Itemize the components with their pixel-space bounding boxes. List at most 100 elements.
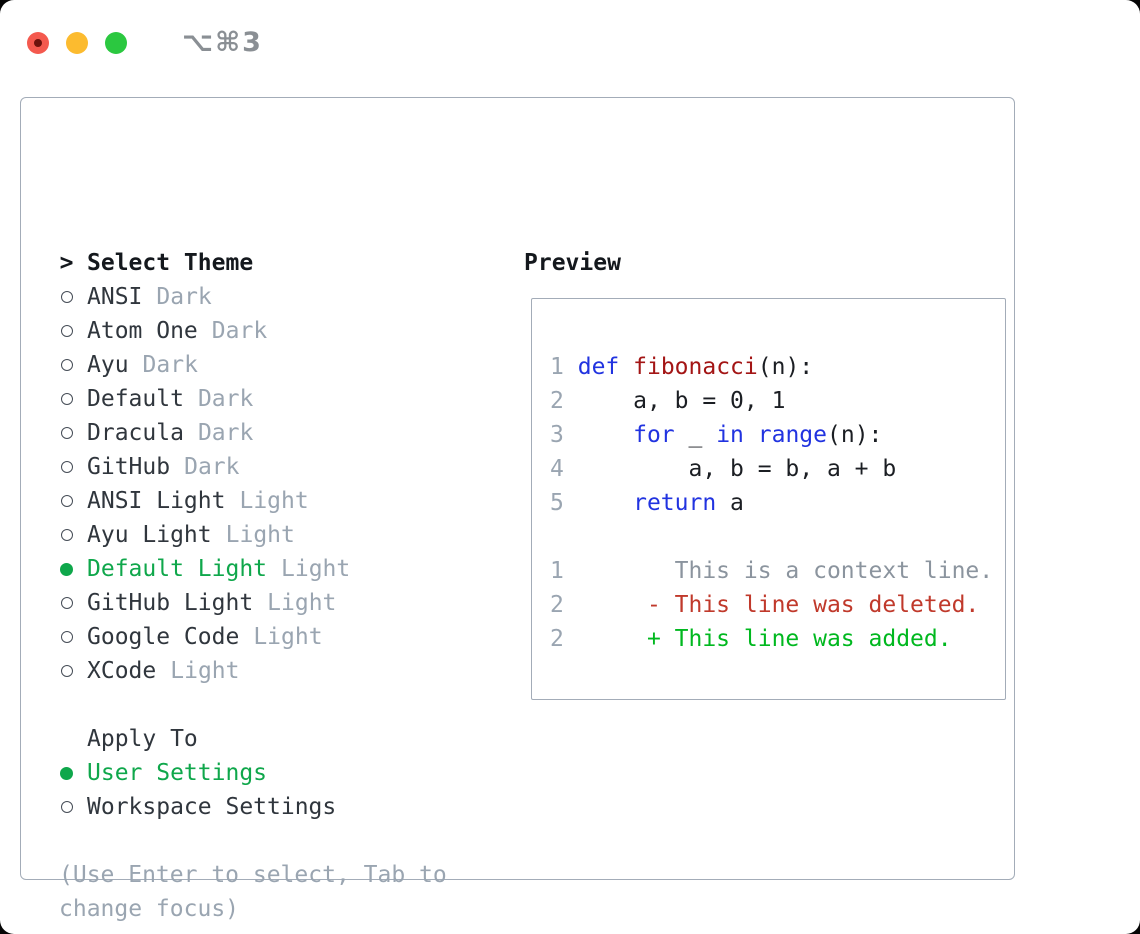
- option-label: Google Code: [87, 624, 240, 650]
- line-number: 2: [550, 592, 564, 618]
- radio-icon: [60, 325, 73, 337]
- window-title: ⌥⌘3: [182, 27, 263, 58]
- marker: [59, 416, 74, 450]
- select-theme-title: Select Theme: [87, 250, 254, 276]
- select-theme-header: > Select Theme: [59, 246, 447, 280]
- radio-selected-icon: [60, 562, 73, 576]
- variant-tag: Light: [253, 624, 323, 650]
- marker: [59, 280, 74, 314]
- line-number: 2: [550, 626, 564, 652]
- code-token: [564, 422, 633, 448]
- code-token: for: [633, 422, 675, 448]
- code-line: 4 a, b = b, a + b: [550, 452, 993, 486]
- minimize-button[interactable]: [66, 31, 88, 54]
- variant-tag: Dark: [184, 454, 240, 480]
- close-button[interactable]: [27, 31, 49, 54]
- variant-tag: Light: [239, 488, 309, 514]
- help-text: (Use Enter to select, Tab to change focu…: [59, 858, 447, 926]
- code-token: a: [716, 490, 744, 516]
- variant-tag: Dark: [197, 420, 254, 446]
- radio-selected-icon: [60, 766, 73, 780]
- code-token: (n):: [757, 354, 814, 380]
- option-label: ANSI Light: [87, 488, 226, 514]
- marker: [59, 586, 74, 620]
- option-label: Atom One: [87, 318, 198, 344]
- line-number: 3: [550, 422, 564, 448]
- line-number: 5: [550, 490, 564, 516]
- spacer: [59, 824, 447, 858]
- help-line: change focus): [59, 896, 240, 922]
- theme-option[interactable]: Dracula Dark: [59, 416, 447, 450]
- line-number: 1: [550, 354, 564, 380]
- code-line: 1 def fibonacci(n):: [550, 350, 993, 384]
- radio-icon: [60, 597, 73, 609]
- help-line: (Use Enter to select, Tab to: [59, 862, 447, 888]
- code-token: def: [577, 354, 620, 380]
- code-token: fibonacci: [633, 354, 758, 380]
- code-token: [619, 354, 633, 380]
- code-token: a, b = 0, 1: [563, 388, 786, 414]
- apply-to-option[interactable]: Workspace Settings: [59, 790, 447, 824]
- variant-tag: Dark: [156, 284, 212, 310]
- code-line: 2 + This line was added.: [550, 622, 993, 656]
- code-token: [564, 354, 578, 380]
- apply-to-option[interactable]: User Settings: [59, 756, 447, 790]
- option-label: Default: [87, 386, 184, 412]
- marker: [59, 314, 74, 348]
- theme-option[interactable]: GitHub Dark: [59, 450, 447, 484]
- code-token: + This line was added.: [563, 626, 952, 652]
- code-token: - This line was deleted.: [563, 592, 980, 618]
- option-label: Ayu: [87, 352, 129, 378]
- option-label: Ayu Light: [87, 522, 212, 548]
- option-label: GitHub: [87, 454, 171, 480]
- option-label: User Settings: [87, 760, 268, 786]
- theme-option[interactable]: ANSI Dark: [59, 280, 447, 314]
- code-token: This is a context line.: [563, 558, 994, 584]
- code-token: (n):: [827, 422, 883, 448]
- radio-icon: [60, 461, 73, 473]
- marker: [59, 552, 74, 586]
- theme-option[interactable]: Ayu Dark: [59, 348, 447, 382]
- code-token: _: [674, 422, 717, 448]
- focus-caret-icon: >: [59, 250, 74, 276]
- marker: [59, 382, 74, 416]
- apply-to-header: Apply To: [59, 722, 447, 756]
- radio-icon: [60, 427, 73, 439]
- theme-option[interactable]: ANSI Light Light: [59, 484, 447, 518]
- radio-icon: [60, 529, 73, 541]
- code-token: [744, 422, 758, 448]
- line-number: 1: [550, 558, 564, 584]
- marker: [59, 518, 74, 552]
- theme-option[interactable]: Google Code Light: [59, 620, 447, 654]
- variant-tag: Dark: [142, 352, 198, 378]
- marker: [59, 450, 74, 484]
- zoom-button[interactable]: [105, 31, 127, 54]
- preview-title: Preview: [524, 250, 621, 276]
- radio-icon: [60, 393, 73, 405]
- option-label: ANSI: [87, 284, 143, 310]
- apply-to-title: Apply To: [87, 726, 198, 752]
- variant-tag: Light: [267, 590, 337, 616]
- marker: [59, 620, 74, 654]
- marker: [59, 790, 74, 824]
- radio-icon: [60, 359, 73, 371]
- option-label: Dracula: [87, 420, 184, 446]
- titlebar: ⌥⌘3: [27, 27, 263, 58]
- option-label: Default Light: [87, 556, 268, 582]
- marker: [59, 484, 74, 518]
- variant-tag: Light: [170, 658, 240, 684]
- radio-icon: [60, 291, 73, 303]
- code-token: [564, 490, 633, 516]
- line-number: 4: [550, 456, 564, 482]
- code-token: in: [716, 422, 744, 448]
